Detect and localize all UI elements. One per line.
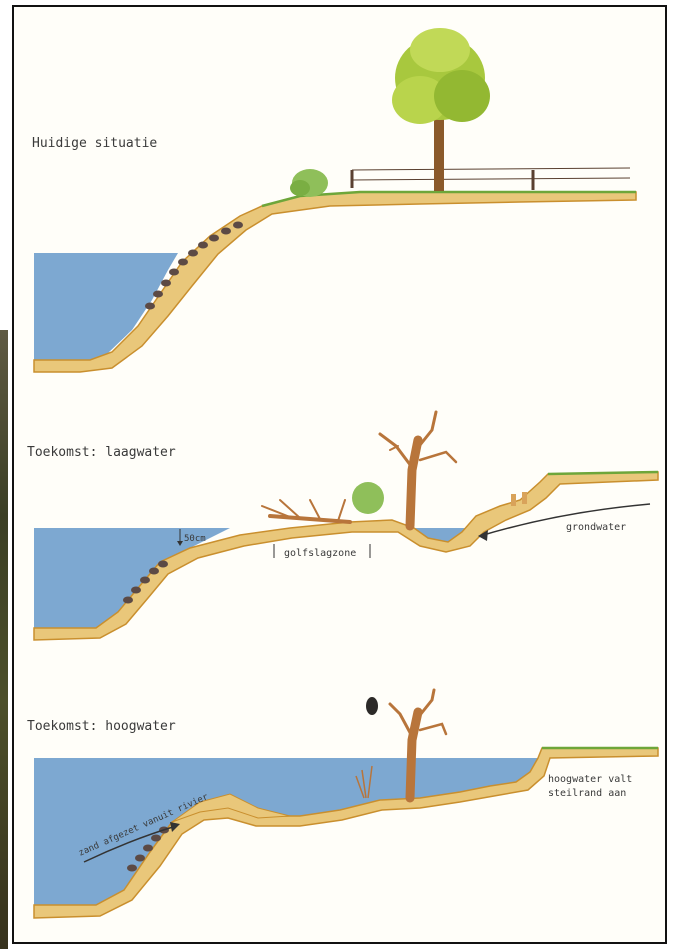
low-water-shrub — [352, 482, 384, 514]
panel-low-water: Toekomst: laagwater 50cm — [27, 412, 658, 640]
low-water-groundwater-label: grondwater — [566, 522, 626, 533]
current-tree-trunk — [434, 115, 444, 191]
panel-current-situation: Huidige situatie — [32, 28, 636, 372]
current-tree-crown — [392, 28, 490, 124]
high-water-bank-label-line1: hoogwater valt — [548, 774, 632, 785]
high-water-bank-label-line2: steilrand aan — [548, 788, 626, 799]
high-water-water — [34, 758, 538, 905]
low-water-wave-zone: golfslagzone — [274, 544, 370, 559]
panel-current-title: Huidige situatie — [32, 136, 157, 151]
panel-high-water-title: Toekomst: hoogwater — [27, 719, 176, 734]
low-water-depth-label: 50cm — [184, 534, 206, 544]
low-water-wave-zone-label: golfslagzone — [284, 548, 356, 559]
high-water-bird — [366, 697, 378, 715]
low-water-dead-tree — [380, 412, 456, 526]
current-fence — [352, 168, 630, 190]
low-water-fallen-tree — [262, 500, 350, 522]
panel-high-water: Toekomst: hoogwater zand afgezet vanu — [27, 690, 658, 918]
panel-low-water-title: Toekomst: laagwater — [27, 445, 176, 460]
